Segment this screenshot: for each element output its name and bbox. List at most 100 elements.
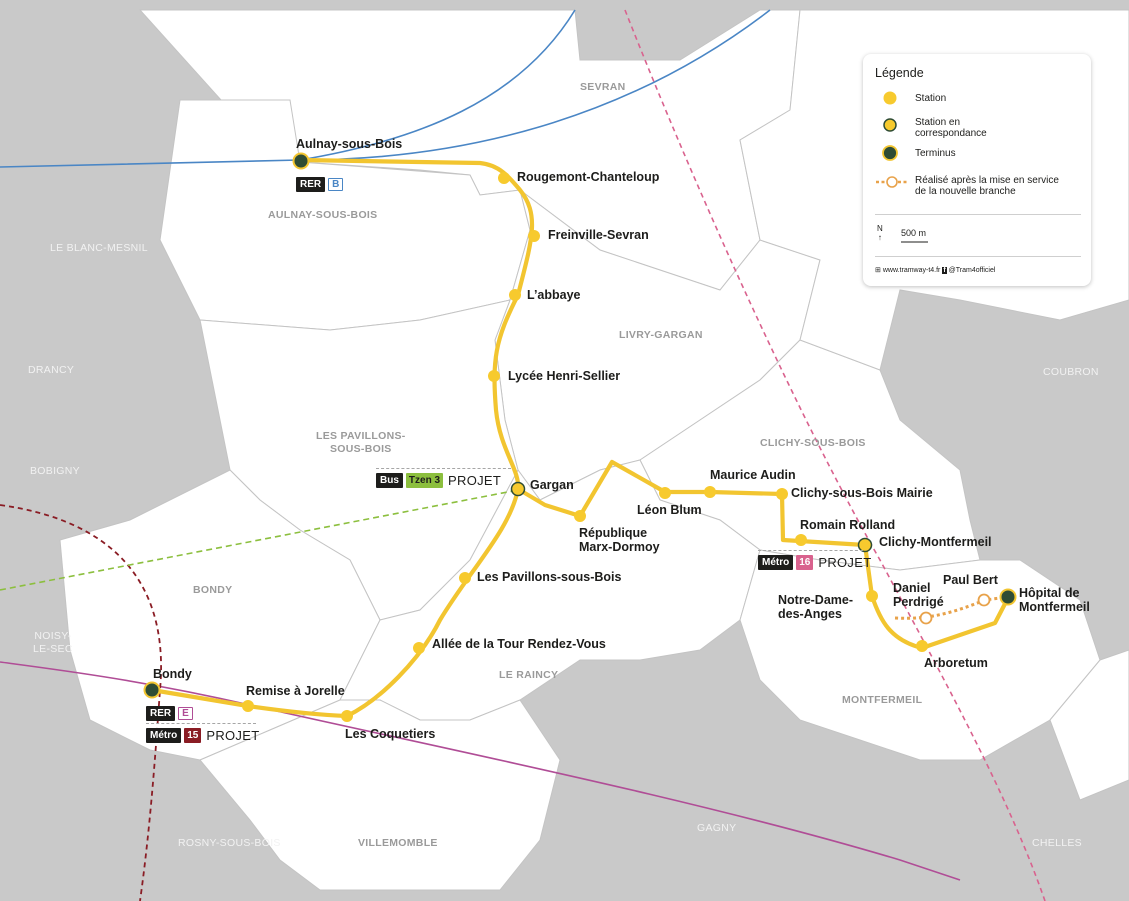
- commune-label-pavillons: LES PAVILLONS- SOUS-BOIS: [316, 430, 406, 455]
- legend-terminus-label: Terminus: [915, 148, 956, 159]
- station-dot-remise: [242, 700, 254, 712]
- station-label-gargan[interactable]: Gargan: [530, 478, 574, 492]
- metro-15-badge: 15: [184, 728, 202, 743]
- station-label-mauriceaudin[interactable]: Maurice Audin: [710, 468, 796, 482]
- station-label-republique[interactable]: République Marx-Dormoy: [579, 526, 660, 554]
- scale-label: 500 m: [901, 228, 927, 238]
- rer-mode-badge: RER: [146, 706, 176, 721]
- station-dot-rougemont: [498, 172, 510, 184]
- commune-label-raincy: LE RAINCY: [499, 669, 559, 681]
- projet-label: PROJET: [448, 473, 502, 488]
- station-dot-clichymairie: [776, 488, 788, 500]
- legend-panel: Légende Station Station en correspondanc…: [863, 54, 1091, 286]
- commune-label-sevran: SEVRAN: [580, 81, 626, 93]
- legend-future-branch-icon: [876, 176, 908, 188]
- commune-label-coubron: COUBRON: [1043, 366, 1099, 378]
- station-label-hopital[interactable]: Hôpital de Montfermeil: [1019, 586, 1090, 614]
- station-label-clichymairie[interactable]: Clichy-sous-Bois Mairie: [791, 486, 933, 500]
- tram-line-branch: [515, 459, 1011, 651]
- rer-b-badge: B: [328, 178, 344, 191]
- station-dot-pavillons: [459, 572, 471, 584]
- station-dot-paulbert: [977, 593, 991, 607]
- station-label-coquetiers[interactable]: Les Coquetiers: [345, 727, 436, 741]
- commune-shape-east: [1049, 649, 1129, 801]
- legend-future-branch-label: Réalisé après la mise en service de la n…: [915, 175, 1059, 197]
- metro-16-badge: 16: [796, 555, 814, 570]
- station-dot-coquetiers: [341, 710, 353, 722]
- legend-terminus-icon: [882, 145, 898, 161]
- metro-mode-badge: Métro: [146, 728, 182, 743]
- terminus-dot-aulnay: [292, 152, 310, 170]
- legend-station-label: Station: [915, 93, 947, 104]
- metro-15-line: [0, 504, 162, 901]
- projet-label: PROJET: [206, 728, 260, 743]
- station-label-abbaye[interactable]: L’abbaye: [527, 288, 581, 302]
- commune-label-livry: LIVRY-GARGAN: [619, 329, 703, 341]
- commune-label-aulnay: AULNAY-SOUS-BOIS: [268, 209, 378, 221]
- bus-mode-badge: Bus: [376, 473, 403, 488]
- gargan-badge-separator: [376, 468, 511, 469]
- station-label-lycee[interactable]: Lycée Henri-Sellier: [508, 369, 621, 383]
- legend-separator: [875, 256, 1081, 257]
- commune-label-chelles: CHELLES: [1032, 837, 1082, 849]
- rer-mode-badge: RER: [296, 177, 326, 192]
- station-dot-arboretum: [916, 640, 928, 652]
- station-label-danielperdrige[interactable]: Daniel Perdrigé: [893, 581, 944, 609]
- commune-label-blancmesnil: LE BLANC-MESNIL: [50, 242, 148, 254]
- station-label-freinville[interactable]: Freinville-Sevran: [548, 228, 649, 242]
- commune-label-bondy: BONDY: [193, 584, 233, 596]
- correspondance-aulnay: RER B: [296, 177, 344, 192]
- station-dot-leonblum: [659, 487, 671, 499]
- terminus-dot-bondy: [143, 681, 161, 699]
- legend-title: Légende: [875, 66, 924, 80]
- station-dot-gargan: [510, 481, 526, 497]
- station-dot-republique: [574, 510, 586, 522]
- metro-16-line: [624, 9, 1046, 901]
- commune-label-drancy: DRANCY: [28, 364, 75, 376]
- website-link[interactable]: www.tramway-t4.fr: [882, 267, 941, 274]
- clichy-badge-separator: [758, 550, 863, 551]
- station-label-paulbert[interactable]: Paul Bert: [943, 573, 998, 587]
- legend-correspondance-icon: [883, 118, 897, 132]
- station-label-notredame[interactable]: Notre-Dame- des-Anges: [778, 593, 854, 621]
- commune-shape-villemomble: [199, 699, 561, 891]
- social-link[interactable]: @Tram4officiel: [948, 267, 996, 274]
- commune-label-clichy: CLICHY-SOUS-BOIS: [760, 437, 866, 449]
- bondy-badge-separator: [146, 723, 256, 724]
- commune-label-rosny: ROSNY-SOUS-BOIS: [178, 837, 281, 849]
- station-dot-romainrolland: [795, 534, 807, 546]
- station-label-rougemont[interactable]: Rougemont-Chanteloup: [517, 170, 660, 184]
- commune-label-gagny: GAGNY: [697, 822, 737, 834]
- station-label-bondy[interactable]: Bondy: [153, 667, 192, 681]
- station-label-romainrolland[interactable]: Romain Rolland: [800, 518, 896, 532]
- rer-e-line: [0, 661, 961, 881]
- station-label-clichymontfermeil[interactable]: Clichy-Montfermeil: [879, 535, 992, 549]
- station-label-leonblum[interactable]: Léon Blum: [637, 503, 702, 517]
- commune-label-noisy: NOISY- LE-SEC: [33, 630, 73, 655]
- station-dot-danielperdrige: [919, 611, 933, 625]
- station-dot-notredame: [866, 590, 878, 602]
- station-label-arboretum[interactable]: Arboretum: [924, 656, 988, 670]
- correspondance-bondy-metro: Métro 15 PROJET: [146, 728, 259, 743]
- terminus-dot-hopital: [999, 588, 1017, 606]
- station-dot-alleetour: [413, 642, 425, 654]
- tram-line-main: [149, 157, 535, 719]
- station-label-alleetour[interactable]: Allée de la Tour Rendez-Vous: [432, 637, 606, 651]
- station-label-aulnay[interactable]: Aulnay-sous-Bois: [296, 137, 403, 151]
- rer-b-branch: [299, 9, 771, 161]
- tzen3-badge: Tzen 3: [405, 473, 444, 488]
- tzen3-line: [0, 489, 519, 591]
- station-label-remise[interactable]: Remise à Jorelle: [246, 684, 345, 698]
- north-label: N: [877, 224, 883, 233]
- legend-correspondance-label: Station en correspondance: [915, 117, 987, 139]
- correspondance-clichymontfermeil: Métro 16 PROJET: [758, 555, 871, 570]
- station-dot-lycee: [488, 370, 500, 382]
- legend-separator: [875, 214, 1081, 215]
- station-label-pavillons[interactable]: Les Pavillons-sous-Bois: [477, 570, 622, 584]
- commune-label-villemomble: VILLEMOMBLE: [358, 837, 438, 849]
- station-dot-mauriceaudin: [704, 486, 716, 498]
- north-arrow-icon: N↑: [877, 224, 883, 242]
- projet-label: PROJET: [818, 555, 872, 570]
- legend-station-icon: [883, 91, 897, 105]
